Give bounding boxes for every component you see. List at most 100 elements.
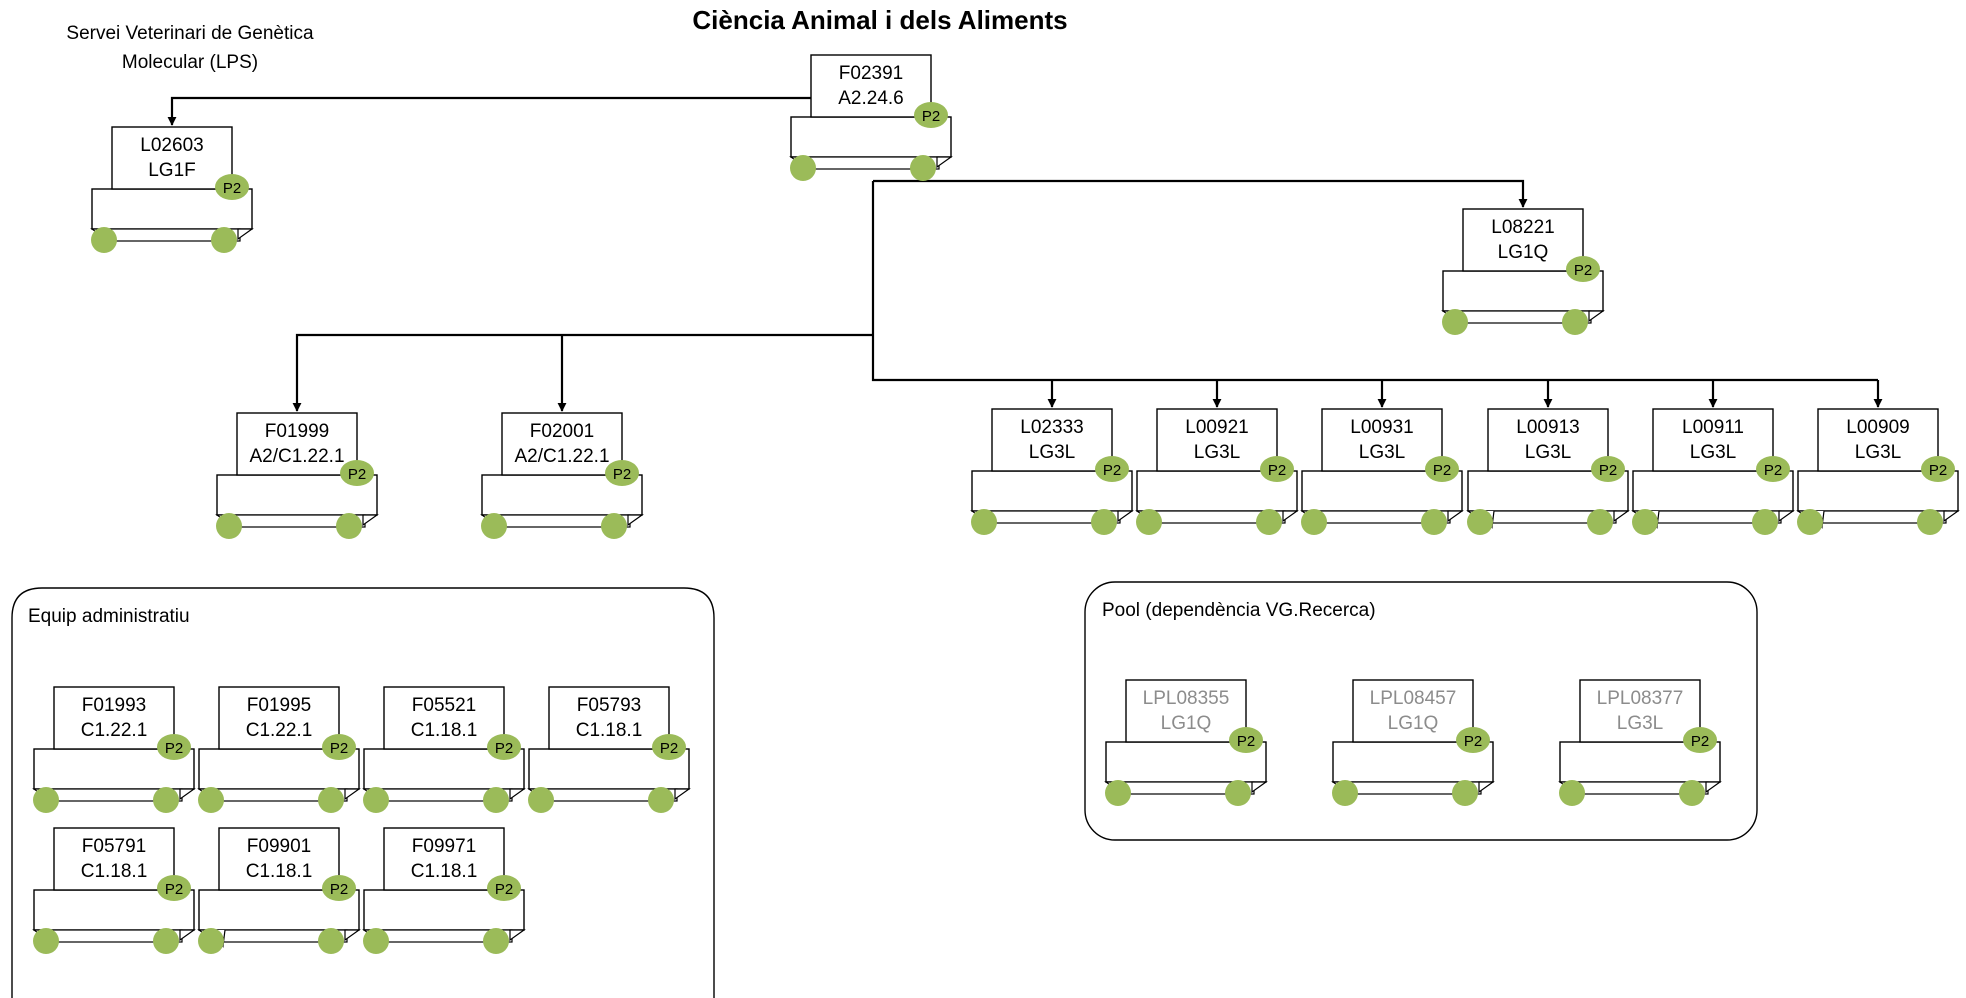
p2-badge-label: P2 — [165, 881, 183, 898]
node-category: LG3L — [1029, 442, 1075, 463]
node-box — [383, 827, 505, 891]
node-category: A2/C1.22.1 — [514, 446, 609, 467]
node-box — [1652, 408, 1774, 472]
p2-badge — [340, 460, 374, 486]
node-code: L02333 — [1020, 417, 1083, 438]
p2-badge-label: P2 — [660, 740, 678, 757]
node-category: LG1Q — [1161, 713, 1212, 734]
node-code: LPL08377 — [1597, 688, 1684, 709]
node-code: F02391 — [839, 63, 903, 84]
p2-badge-label: P2 — [1103, 462, 1121, 479]
p2-badge-label: P2 — [1464, 733, 1482, 750]
node-box — [218, 686, 340, 750]
connector-dot-right — [336, 513, 362, 539]
node-code: F09901 — [247, 836, 311, 857]
connector-dot-left — [363, 787, 389, 813]
admin-group-label: Equip administratiu — [28, 606, 190, 627]
connector-dot-left — [1136, 509, 1162, 535]
p2-badge — [1260, 456, 1294, 482]
node-category: LG1Q — [1388, 713, 1439, 734]
node-category: LG1F — [148, 160, 196, 181]
connector-dot-left — [971, 509, 997, 535]
p2-badge-label: P2 — [1268, 462, 1286, 479]
node-box — [53, 827, 175, 891]
p2-badge-label: P2 — [223, 180, 241, 197]
connector-dot-right — [211, 227, 237, 253]
node-box — [501, 412, 623, 476]
node-box — [111, 126, 233, 190]
node-code: L00921 — [1185, 417, 1248, 438]
node-category: LG3L — [1690, 442, 1736, 463]
p2-badge — [1591, 456, 1625, 482]
node-box — [810, 54, 932, 118]
connector-dot-left — [1442, 309, 1468, 335]
p2-badge-label: P2 — [1929, 462, 1947, 479]
connector-dot-left — [1632, 509, 1658, 535]
p2-badge — [487, 734, 521, 760]
side-title-line2: Molecular (LPS) — [122, 52, 258, 73]
node-category: C1.18.1 — [411, 861, 478, 882]
connector-dot-left — [198, 787, 224, 813]
node-code: L00909 — [1846, 417, 1909, 438]
p2-badge-label: P2 — [495, 740, 513, 757]
p2-badge — [322, 734, 356, 760]
p2-badge — [1566, 256, 1600, 282]
p2-badge — [1756, 456, 1790, 482]
connector-dot-left — [363, 928, 389, 954]
p2-badge-label: P2 — [1599, 462, 1617, 479]
node-box — [1321, 408, 1443, 472]
node-category: LG3L — [1855, 442, 1901, 463]
p2-badge-label: P2 — [922, 108, 940, 125]
p2-badge-label: P2 — [1433, 462, 1451, 479]
node-code: LPL08355 — [1143, 688, 1230, 709]
connector-dot-right — [1421, 509, 1447, 535]
connector-dot-right — [1225, 780, 1251, 806]
node-category: C1.22.1 — [246, 720, 313, 741]
connector-to-L08221 — [873, 179, 1528, 208]
p2-badge-label: P2 — [613, 466, 631, 483]
connector-dot-right — [1562, 309, 1588, 335]
node-code: L00913 — [1516, 417, 1579, 438]
node-category: C1.18.1 — [576, 720, 643, 741]
node-box — [218, 827, 340, 891]
node-category: LG3L — [1359, 442, 1405, 463]
connector-dot-right — [318, 928, 344, 954]
pool-group: Pool (dependència VG.Recerca) — [1084, 581, 1758, 841]
connector-dot-right — [648, 787, 674, 813]
p2-badge-label: P2 — [330, 740, 348, 757]
connector-dot-right — [1917, 509, 1943, 535]
p2-badge-label: P2 — [330, 881, 348, 898]
connector-dot-right — [910, 155, 936, 181]
connector-dot-left — [1105, 780, 1131, 806]
node-code: F05793 — [577, 695, 641, 716]
connector-dot-left — [198, 928, 224, 954]
connector-dot-right — [318, 787, 344, 813]
node-box — [236, 412, 358, 476]
connector-dot-left — [1797, 509, 1823, 535]
connector-dot-right — [1091, 509, 1117, 535]
p2-badge — [1921, 456, 1955, 482]
admin-group: Equip administratiu — [11, 587, 715, 998]
connector-dot-left — [481, 513, 507, 539]
p2-badge — [157, 875, 191, 901]
node-code: F02001 — [530, 421, 594, 442]
node-code: L02603 — [140, 135, 203, 156]
node-category: C1.22.1 — [81, 720, 148, 741]
node-category: C1.18.1 — [246, 861, 313, 882]
node-code: F05791 — [82, 836, 146, 857]
node-box — [1156, 408, 1278, 472]
node-box — [991, 408, 1113, 472]
